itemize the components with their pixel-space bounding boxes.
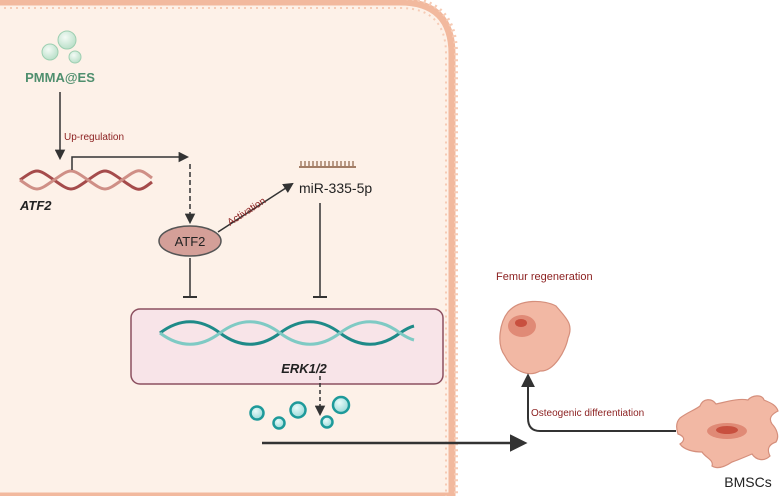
bmsc-label: BMSCs <box>724 474 771 490</box>
atf2-protein-label: ATF2 <box>175 234 206 249</box>
differentiation-arrow <box>521 373 676 432</box>
femur-label: Femur regeneration <box>496 271 593 283</box>
stem-cell-icon <box>676 395 779 469</box>
nanoparticle-icon <box>41 30 82 64</box>
mirna-label: miR-335-5p <box>299 180 372 196</box>
osteoblast-icon <box>499 300 571 375</box>
inhibition-atf2-erk <box>183 258 197 298</box>
inhibition-mirna-erk <box>313 203 327 298</box>
upregulation-label: Up-regulation <box>64 132 124 143</box>
dna-icon <box>19 169 153 191</box>
atf2-protein-node <box>158 225 222 257</box>
pmma-label: PMMA@ES <box>25 70 95 85</box>
osteogenic-label: Osteogenic differentiation <box>531 408 644 419</box>
vesicle-icon <box>249 395 351 430</box>
erk-dna-icon <box>159 320 415 346</box>
erk-label: ERK1/2 <box>281 361 327 376</box>
transcription-arrow <box>71 151 190 170</box>
mirna-icon <box>299 161 356 168</box>
atf2-gene-label: ATF2 <box>19 198 52 213</box>
activation-arrow <box>217 182 294 233</box>
